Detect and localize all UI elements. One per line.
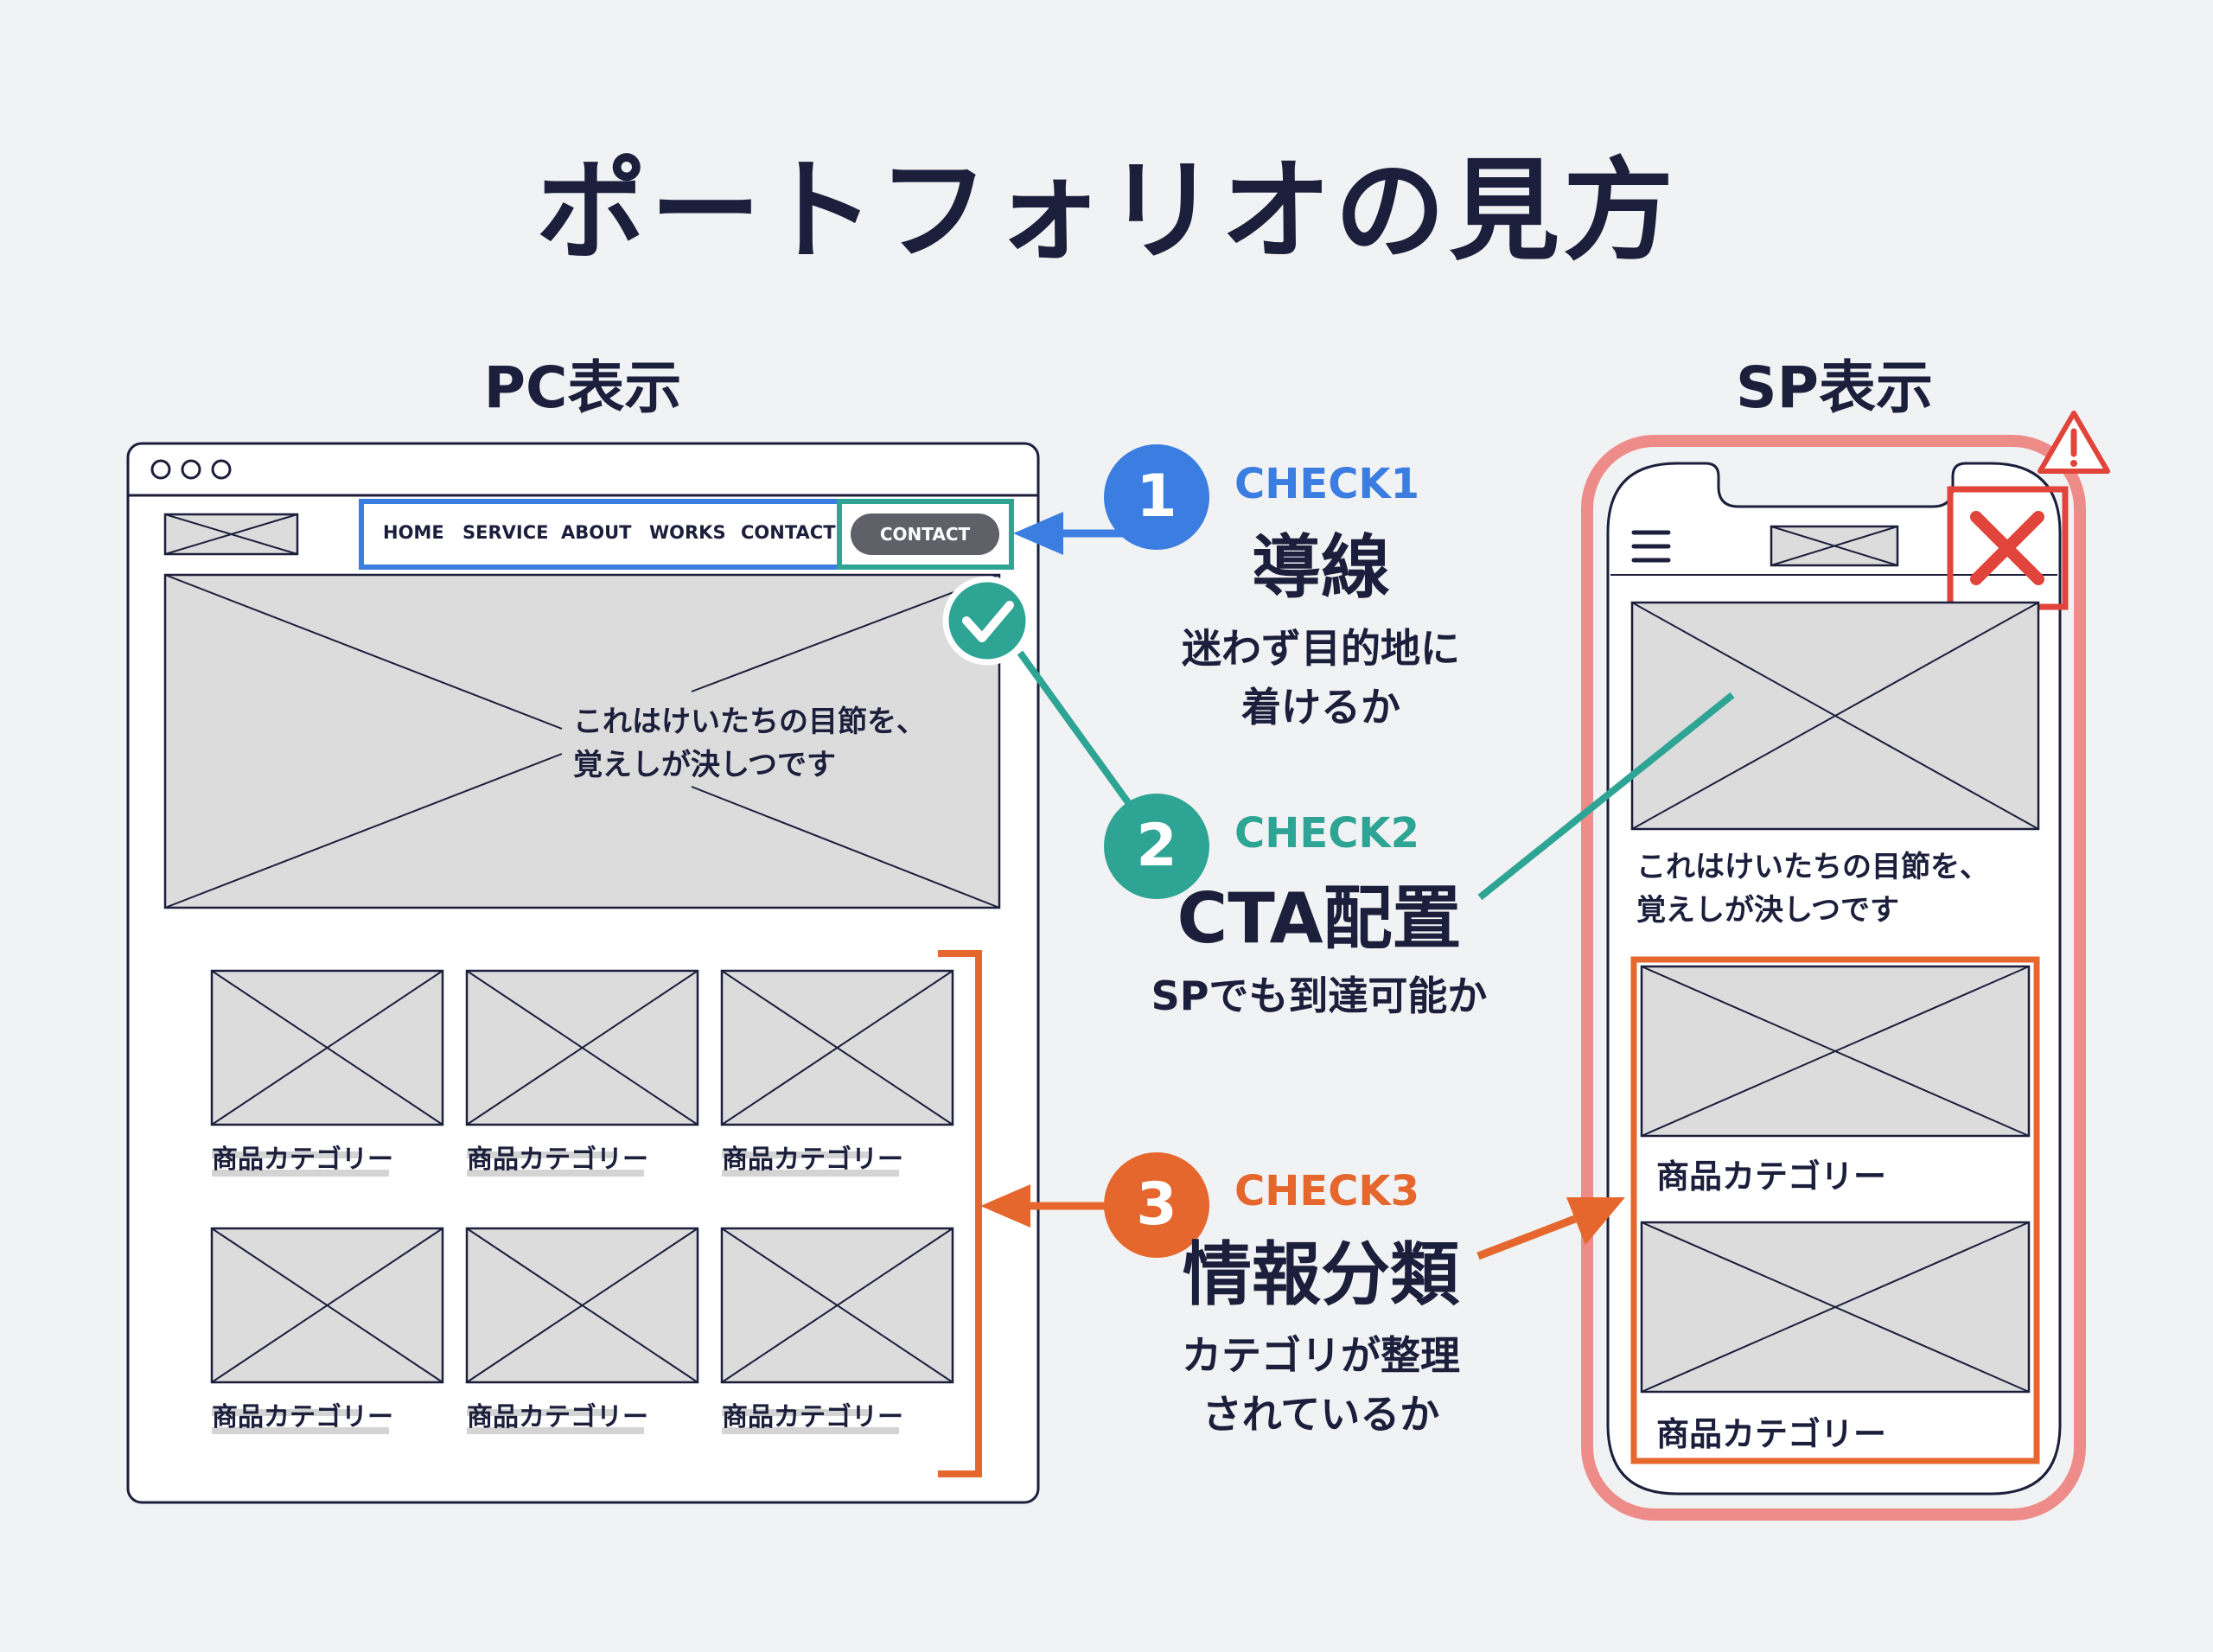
sp-card-placeholder xyxy=(1640,1221,2031,1394)
check3-description-line: カテゴリが整理 xyxy=(1182,1332,1460,1379)
sp-phone-frame xyxy=(1606,462,2062,1496)
window-dot-icon xyxy=(211,459,232,480)
nav-item-works[interactable]: WORKS xyxy=(649,522,726,543)
warning-icon xyxy=(2038,411,2110,474)
pc-hero-text-line: これはけいたちの目節を、 xyxy=(573,705,926,739)
check2-title: CTA配置 xyxy=(1177,878,1462,959)
check3-description-line: されているか xyxy=(1202,1391,1440,1438)
sp-hero-text-line: これはけいたちの目節を、 xyxy=(1636,850,1989,884)
sp-hero-text: これはけいたちの目節を、 覚えしが決しつです xyxy=(1636,845,1989,932)
orange-arrow-right-icon xyxy=(1566,1197,1625,1245)
pc-card-label: 商品カテゴリー xyxy=(467,1145,648,1175)
check1-description: 迷わず目的地に 着けるか xyxy=(1131,619,1511,737)
pc-browser-window xyxy=(126,442,1040,1504)
page-title: ポートフォリオの見方 xyxy=(535,147,1677,276)
red-x-icon xyxy=(1947,486,2069,610)
pc-hero-text-line: 覚えしが決しつです xyxy=(573,748,836,782)
orange-arrow-left-icon xyxy=(980,1184,1030,1228)
check2-tag: CHECK2 xyxy=(1234,809,1420,858)
blue-arrow-icon xyxy=(1013,512,1063,555)
sp-view-label: SP表示 xyxy=(1736,354,1933,421)
nav-item-about[interactable]: ABOUT xyxy=(561,522,632,543)
sp-hero-placeholder xyxy=(1630,601,2040,831)
check1-title: 導線 xyxy=(1252,527,1390,608)
nav-item-contact[interactable]: CONTACT xyxy=(741,522,836,543)
sp-card-label: 商品カテゴリー xyxy=(1656,1158,1887,1196)
contact-cta-button[interactable]: CONTACT xyxy=(851,513,999,555)
pc-card-label: 商品カテゴリー xyxy=(467,1402,648,1432)
check2-description: SPでも到達可能か xyxy=(1129,966,1509,1025)
check1-tag: CHECK1 xyxy=(1234,460,1420,508)
pc-card-label: 商品カテゴリー xyxy=(722,1402,903,1432)
sp-warning-outline xyxy=(1581,435,2086,1521)
pc-hero-text: これはけいたちの目節を、 覚えしが決しつです xyxy=(573,700,926,787)
hamburger-menu-icon xyxy=(1631,530,1671,563)
pc-category-bracket xyxy=(938,950,982,1477)
sp-category-highlight xyxy=(1630,956,2040,1464)
pc-card-label: 商品カテゴリー xyxy=(212,1145,393,1175)
check2-number-badge: 2 xyxy=(1104,794,1209,899)
window-dot-icon xyxy=(150,459,171,480)
pc-logo-placeholder xyxy=(163,513,299,556)
check3-tag: CHECK3 xyxy=(1234,1167,1420,1215)
window-dot-icon xyxy=(181,459,201,480)
pc-view-label: PC表示 xyxy=(483,354,682,421)
check3-description: カテゴリが整理 されているか xyxy=(1131,1326,1511,1444)
nav-item-service[interactable]: SERVICE xyxy=(462,522,549,543)
sp-logo-placeholder xyxy=(1770,525,1899,567)
pc-card-label: 商品カテゴリー xyxy=(212,1402,393,1432)
check1-number-badge: 1 xyxy=(1104,444,1209,550)
pc-card-label: 商品カテゴリー xyxy=(722,1145,903,1175)
check1-description-line: 迷わず目的地に xyxy=(1182,625,1460,672)
check3-number-badge: 3 xyxy=(1104,1152,1209,1258)
nav-item-home[interactable]: HOME xyxy=(383,522,444,543)
check3-title: 情報分類 xyxy=(1183,1234,1459,1315)
check1-description-line: 着けるか xyxy=(1241,684,1400,730)
sp-hero-text-line: 覚えしが決しつです xyxy=(1636,893,1899,928)
check-badge-icon xyxy=(942,576,1032,666)
check2-description-line: SPでも到達可能か xyxy=(1151,973,1488,1019)
sp-card-label: 商品カテゴリー xyxy=(1656,1415,1887,1453)
sp-card-placeholder xyxy=(1640,965,2031,1138)
